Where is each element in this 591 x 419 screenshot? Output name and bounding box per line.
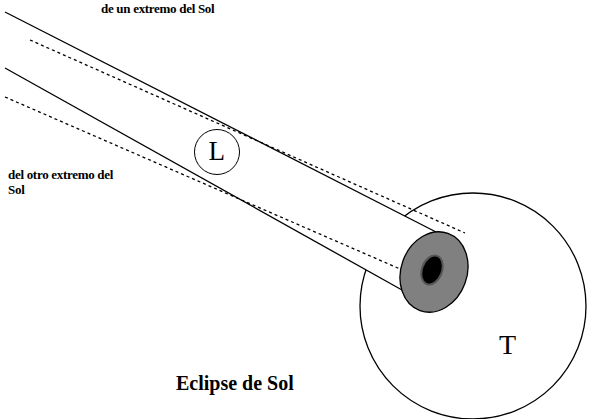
node-letter: T [499,331,516,359]
shadow-tube [5,12,440,290]
node-letter: L [208,138,225,165]
penumbra [389,222,479,322]
ray-dotted [5,97,430,282]
caption: Eclipse de Sol [176,372,294,395]
ray-label: de un extremo del Sol [101,1,214,16]
moon-circle: L [194,129,240,175]
ray-line [5,12,440,234]
ray-label: del otro extremo del Sol [8,167,120,197]
umbra [417,252,446,287]
earth-circle: T [360,193,586,419]
ray-line [5,68,402,290]
